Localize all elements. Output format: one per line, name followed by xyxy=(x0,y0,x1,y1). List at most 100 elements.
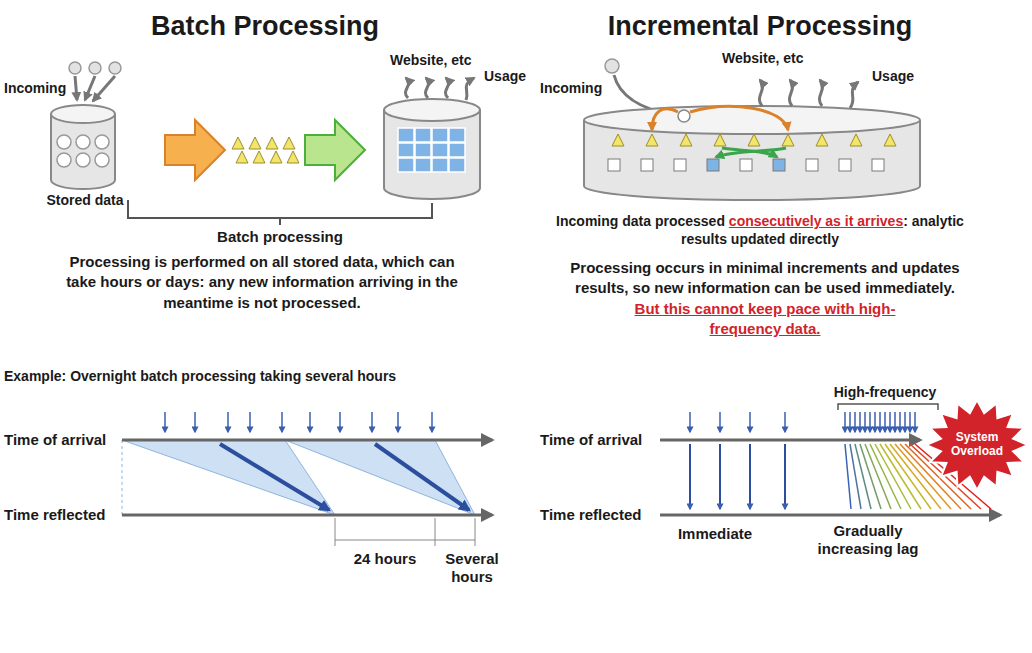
table-cell xyxy=(398,158,414,172)
data-triangle xyxy=(612,134,624,146)
flow-label: Usage xyxy=(872,68,914,85)
axis-note: Immediate xyxy=(655,525,775,543)
duration-label: 24 hours xyxy=(340,550,430,568)
table-cell xyxy=(398,143,414,157)
flow-label: Website, etc xyxy=(722,50,803,67)
arrival-arrow xyxy=(784,412,786,432)
arrival-arrow xyxy=(894,412,896,432)
batch-arrow xyxy=(375,444,469,510)
data-triangle xyxy=(680,134,692,146)
arrival-arrow xyxy=(874,412,876,432)
axis-label: Time of arrival xyxy=(4,431,106,449)
arrival-arrow xyxy=(889,412,891,432)
arrival-arrow xyxy=(854,412,856,432)
axis-label: Time of arrival xyxy=(540,431,642,449)
data-triangle xyxy=(714,134,726,146)
time-axis xyxy=(122,514,492,517)
result-table xyxy=(398,128,465,172)
data-triangle xyxy=(236,151,248,163)
data-triangle xyxy=(782,134,794,146)
text-block: Incoming data processedconsecutively as … xyxy=(540,212,980,248)
usage-arrow xyxy=(819,80,822,106)
data-triangle xyxy=(748,134,760,146)
arrival-arrow xyxy=(164,412,166,432)
flow-label: Usage xyxy=(484,68,526,85)
data-dot xyxy=(109,62,121,74)
arrival-arrow xyxy=(339,412,341,432)
data-triangle xyxy=(232,137,244,149)
description-text: Processing is performed on all stored da… xyxy=(57,252,467,313)
section-heading: Batch Processing xyxy=(115,10,415,42)
result-cell xyxy=(806,159,818,171)
table-cell xyxy=(398,128,414,142)
usage-arrow xyxy=(850,82,858,108)
warning-text: But this cannot keep pace with high-freq… xyxy=(630,299,900,340)
update-arrow xyxy=(690,106,788,130)
arrival-arrow xyxy=(689,412,691,432)
data-triangle xyxy=(816,134,828,146)
store-contents xyxy=(608,134,896,171)
guide-line xyxy=(122,440,123,515)
result-database xyxy=(384,110,480,199)
flow-label: Website, etc xyxy=(390,52,471,69)
arrival-arrow xyxy=(849,412,851,432)
table-cell xyxy=(415,128,431,142)
axis-note: High-frequency xyxy=(805,384,965,401)
arrival-arrow xyxy=(864,412,866,432)
arrival-arrow xyxy=(904,412,906,432)
table-cell xyxy=(449,158,465,172)
stored-record xyxy=(76,135,90,149)
description-text: Incoming data processed xyxy=(556,213,725,229)
stored-record xyxy=(57,153,71,167)
immediate-arrow xyxy=(749,444,751,509)
section-heading: Incremental Processing xyxy=(570,10,950,42)
immediate-arrow xyxy=(784,444,786,509)
usage-arrow xyxy=(425,78,428,98)
lag-arrow xyxy=(875,444,911,509)
result-cell xyxy=(773,159,785,171)
lag-arrow xyxy=(885,444,931,509)
stored-record xyxy=(95,135,109,149)
table-cell xyxy=(449,128,465,142)
arrival-arrow xyxy=(397,412,399,432)
table-cell xyxy=(432,143,448,157)
burst-shape xyxy=(926,400,1028,490)
usage-arrow xyxy=(789,80,792,106)
bracket xyxy=(838,404,938,410)
data-triangle xyxy=(253,151,265,163)
arrival-arrow xyxy=(281,412,283,432)
example-note: Example: Overnight batch processing taki… xyxy=(4,368,396,385)
data-triangle xyxy=(646,134,658,146)
arrival-arrow xyxy=(249,412,251,432)
arrival-arrow xyxy=(884,412,886,432)
data-triangle xyxy=(283,137,295,149)
bracket xyxy=(128,200,432,225)
data-dot xyxy=(89,62,101,74)
result-cell xyxy=(839,159,851,171)
highlight-text: consecutively as it arrives xyxy=(729,213,903,229)
result-cell xyxy=(641,159,653,171)
immediate-arrow xyxy=(689,444,691,509)
database-cylinder: Stored data xyxy=(28,102,142,208)
arrival-arrow xyxy=(719,412,721,432)
stored-record xyxy=(57,135,71,149)
result-cell xyxy=(740,159,752,171)
data-triangle xyxy=(249,137,261,149)
arrival-arrow xyxy=(909,412,911,432)
arrival-arrow xyxy=(859,412,861,432)
update-arrow xyxy=(652,109,678,130)
table-cell xyxy=(449,143,465,157)
output-arrow xyxy=(305,120,365,180)
arrival-arrow xyxy=(899,412,901,432)
lag-arrow xyxy=(850,444,861,509)
result-arrow xyxy=(716,148,786,157)
result-cell xyxy=(707,159,719,171)
batch-arrow xyxy=(220,444,329,510)
arrival-arrow xyxy=(227,412,229,432)
axis-label: Time reflected xyxy=(4,506,105,524)
cylinder-body xyxy=(51,114,115,189)
usage-arrow xyxy=(405,78,408,98)
axis-label: Time reflected xyxy=(540,506,641,524)
stored-record xyxy=(76,153,90,167)
